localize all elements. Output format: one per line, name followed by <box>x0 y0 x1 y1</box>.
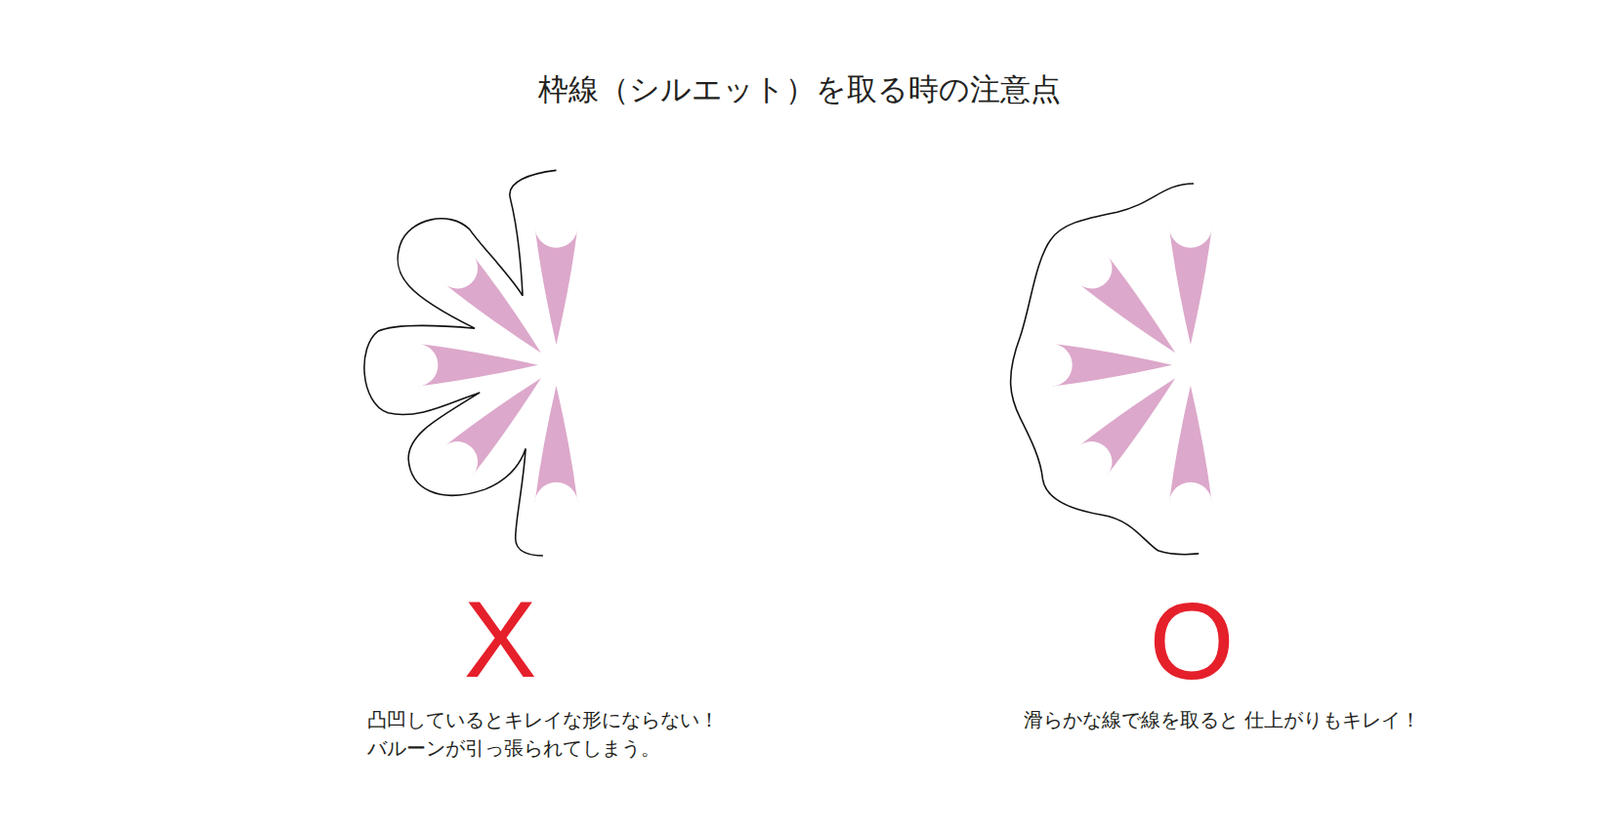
smooth-outline <box>1010 183 1200 555</box>
note-text: 凸凹しているとキレイな形にならない！ バルーンが引っ張られてしまう。 <box>367 706 798 763</box>
petal <box>416 343 538 387</box>
petal <box>442 253 541 353</box>
petal <box>1051 343 1173 387</box>
petal-group <box>416 226 578 505</box>
petal <box>535 226 579 345</box>
petal <box>442 378 541 476</box>
ok-mark: O <box>1148 587 1234 697</box>
petal <box>1077 253 1176 353</box>
petal <box>535 385 579 505</box>
petal <box>1169 385 1213 505</box>
petal-group <box>1051 226 1213 505</box>
diagram-title: 枠線（シルエット）を取る時の注意点 <box>538 69 1061 111</box>
petal <box>1169 226 1213 345</box>
ng-mark: X <box>463 585 538 695</box>
bumpy-outline <box>364 169 557 556</box>
note-text: 滑らかな線で線を取ると 仕上がりもキレイ！ <box>1023 706 1454 735</box>
petal <box>1077 378 1176 476</box>
